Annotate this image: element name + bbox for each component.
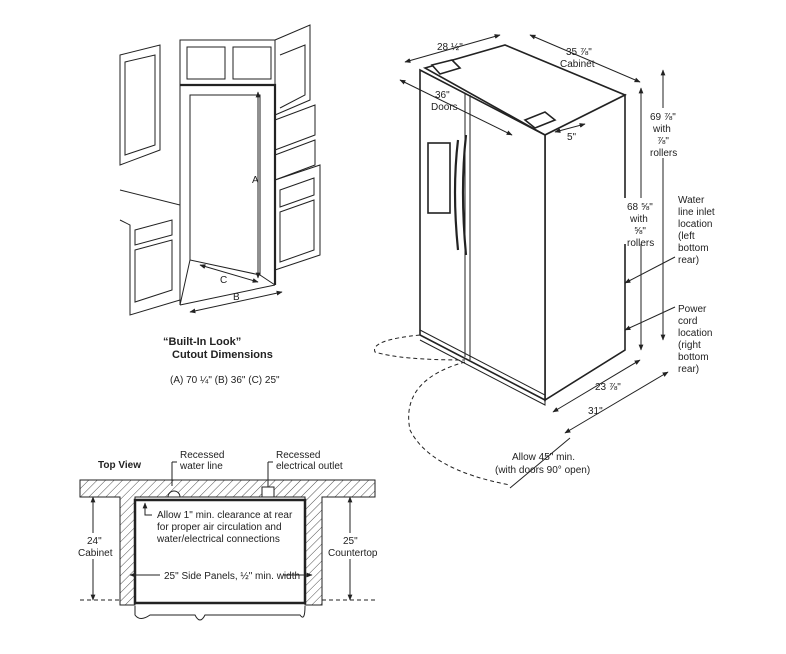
cabinet-label: Cabinet — [560, 59, 595, 70]
height-with-78-rollers: 69 ⅞" with ⅞" rollers — [645, 108, 681, 159]
builtin-subtitle: Cutout Dimensions — [172, 349, 273, 361]
countertop-label: Countertop — [328, 548, 378, 559]
label-text: electrical outlet — [276, 461, 343, 472]
label-text: location — [678, 328, 712, 339]
label-text: ⅞" — [657, 136, 669, 147]
door-clearance: Allow 45" min. — [512, 452, 575, 463]
label-text: 68 ⅝" — [627, 202, 653, 213]
electrical-outlet-icon — [261, 486, 275, 498]
power-cord-callout: Power cord location (right bottom rear) — [624, 304, 712, 375]
top-view-title: Top View — [98, 460, 141, 471]
refrigerator-illustration: 28 ½" 35 ⅞" Cabinet 36" Doors 5" 69 ⅞" w… — [374, 34, 715, 489]
label-text: rollers — [650, 148, 677, 159]
label-b: B — [233, 292, 240, 303]
water-line-icon — [167, 490, 181, 498]
body-depth: 23 ⅞" — [595, 382, 621, 393]
electrical-outlet-label: Recessed — [276, 450, 320, 461]
label-text: line inlet — [678, 207, 715, 218]
label-text: ⅝" — [634, 226, 646, 237]
height-with-58-rollers: 68 ⅝" with ⅝" rollers — [622, 198, 660, 249]
refrigerator-outline — [133, 498, 307, 605]
label-text: for proper air circulation and — [157, 522, 282, 533]
label-text: cord — [678, 316, 697, 327]
clearance-note: Allow 1" min. clearance at rear — [157, 510, 293, 521]
label-c: C — [220, 275, 227, 286]
label-text: (left — [678, 231, 695, 242]
label-text: bottom — [678, 352, 709, 363]
doors-label: Doors — [431, 102, 458, 113]
countertop-depth: 25" — [343, 536, 358, 547]
label-text: with — [652, 124, 671, 135]
label-text: water line — [179, 461, 223, 472]
doors-width: 36" — [435, 90, 450, 101]
label-text: Power — [678, 304, 707, 315]
label-text: water/electrical connections — [156, 534, 280, 545]
total-depth: 31" — [588, 406, 603, 417]
label-text: 69 ⅞" — [650, 112, 676, 123]
label-a: A — [252, 175, 259, 186]
label-text: Water — [678, 195, 705, 206]
builtin-title: “Built-In Look” — [163, 336, 241, 348]
cabinet-width: 35 ⅞" — [566, 47, 592, 58]
label-text: (right — [678, 340, 701, 351]
hinge-gap: 5" — [567, 132, 577, 143]
label-text: rollers — [627, 238, 654, 249]
label-text: location — [678, 219, 712, 230]
cabinet-label: Cabinet — [78, 548, 113, 559]
label-text: rear) — [678, 364, 699, 375]
top-view-diagram: Top View Recessed water line Recessed el… — [78, 450, 378, 621]
water-line-label: Recessed — [180, 450, 224, 461]
builtin-dimensions: (A) 70 ¼" (B) 36" (C) 25" — [170, 374, 280, 386]
water-inlet-callout: Water line inlet location (left bottom r… — [624, 195, 715, 284]
cabinet-depth: 24" — [87, 536, 102, 547]
door-clearance-note: (with doors 90° open) — [495, 465, 590, 476]
label-text: rear) — [678, 255, 699, 266]
label-text: with — [629, 214, 648, 225]
builtin-cutout-illustration: A C B “Built-In Look” Cutout Dimensions … — [119, 24, 321, 386]
side-panels-note: 25" Side Panels, ½" min. width — [164, 571, 300, 582]
depth-dimension: 28 ½" — [437, 42, 463, 53]
label-text: bottom — [678, 243, 709, 254]
